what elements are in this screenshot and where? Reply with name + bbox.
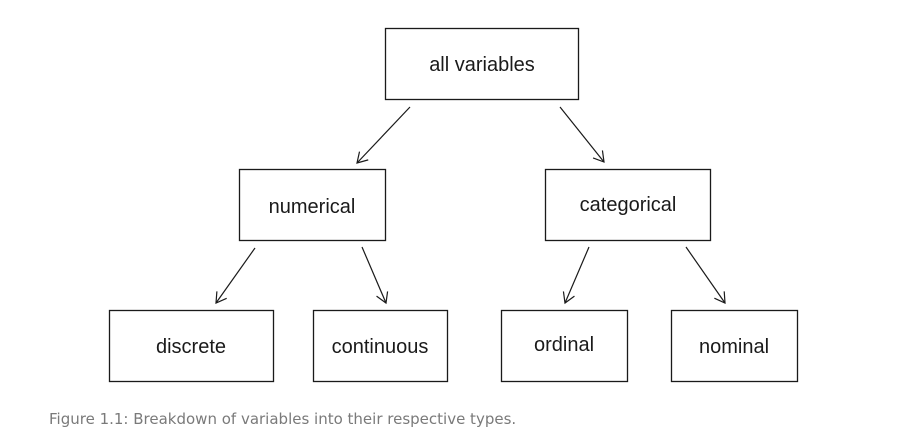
node-continuous: continuous	[312, 309, 449, 383]
edge-all-variables-to-numerical	[356, 106, 411, 164]
node-nominal: nominal	[670, 309, 799, 383]
edge-categorical-to-ordinal	[562, 246, 590, 305]
edge-all-variables-to-categorical	[559, 106, 605, 163]
node-continuous-box	[312, 309, 449, 383]
node-categorical-box	[544, 168, 712, 242]
node-all-variables: all variables	[384, 27, 580, 101]
node-nominal-label: nominal	[699, 336, 769, 358]
node-categorical-label: categorical	[580, 194, 677, 216]
edge-categorical-to-nominal	[685, 246, 726, 304]
node-numerical-label: numerical	[269, 196, 356, 218]
node-categorical: categorical	[544, 168, 712, 242]
node-all-variables-box	[384, 27, 580, 101]
node-all-variables-label: all variables	[429, 54, 535, 76]
node-numerical-box	[238, 168, 387, 242]
figure-caption: Figure 1.1: Breakdown of variables into …	[49, 410, 517, 428]
node-nominal-box	[670, 309, 799, 383]
node-numerical: numerical	[238, 168, 387, 242]
edge-numerical-to-continuous	[361, 246, 389, 305]
node-discrete: discrete	[108, 309, 275, 383]
node-ordinal: ordinal	[500, 309, 629, 383]
node-discrete-label: discrete	[156, 336, 226, 358]
node-discrete-box	[108, 309, 275, 383]
edge-numerical-to-discrete	[215, 247, 256, 304]
node-ordinal-box	[500, 309, 629, 383]
node-ordinal-label: ordinal	[534, 334, 594, 356]
node-continuous-label: continuous	[332, 336, 429, 358]
edges-layer	[215, 106, 726, 305]
